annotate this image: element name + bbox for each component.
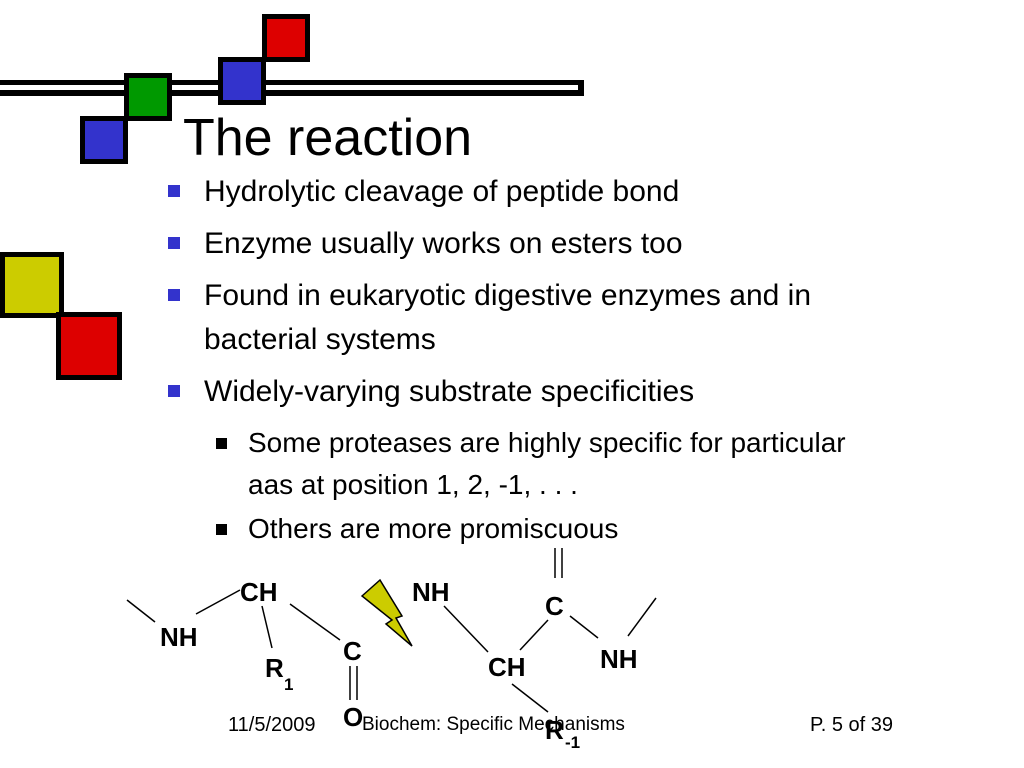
red-square-left [56,312,122,380]
footer-page-number: P. 5 of 39 [810,714,894,736]
nh-left-label: NH [160,622,198,652]
nh-mid-label: NH [412,577,450,607]
r1-subscript: 1 [284,675,293,694]
bullet-item: Found in eukaryotic digestive enzymes an… [168,274,916,362]
peptide-bond-diagram: NH CH R 1 C O NH CH R -1 C NH [126,548,657,752]
bullet-list: Hydrolytic cleavage of peptide bond Enzy… [168,170,948,552]
bullet-item: Hydrolytic cleavage of peptide bond [168,170,948,214]
yellow-square [0,252,64,318]
nh-right-label: NH [600,644,638,674]
bond-lines [126,548,657,713]
blue-square-left [80,116,128,164]
slide-title: The reaction [183,109,473,167]
decorative-bar-inner [0,85,578,90]
bullet-item: Enzyme usually works on esters too [168,222,948,266]
r-minus-label: R [545,715,564,745]
ch-top-label: CH [240,577,278,607]
lightning-bolt-icon [360,578,413,647]
carbonyl-c-label: C [343,636,362,666]
bullet-item: Widely-varying substrate specificities [168,370,948,414]
oxygen-label: O [343,702,363,732]
blue-square-top [218,57,266,105]
red-square-top [262,14,310,62]
green-square [124,73,172,121]
footer-course: Biochem: Specific Mechanisms [362,714,625,735]
r-label: R [265,653,284,683]
footer-date: 11/5/2009 [228,714,316,736]
r-minus-subscript: -1 [565,733,580,752]
sub-bullet-item: Others are more promiscuous [212,508,948,550]
c-right-label: C [545,591,564,621]
ch-mid-label: CH [488,652,526,682]
sub-bullet-item: Some proteases are highly specific for p… [212,422,848,506]
